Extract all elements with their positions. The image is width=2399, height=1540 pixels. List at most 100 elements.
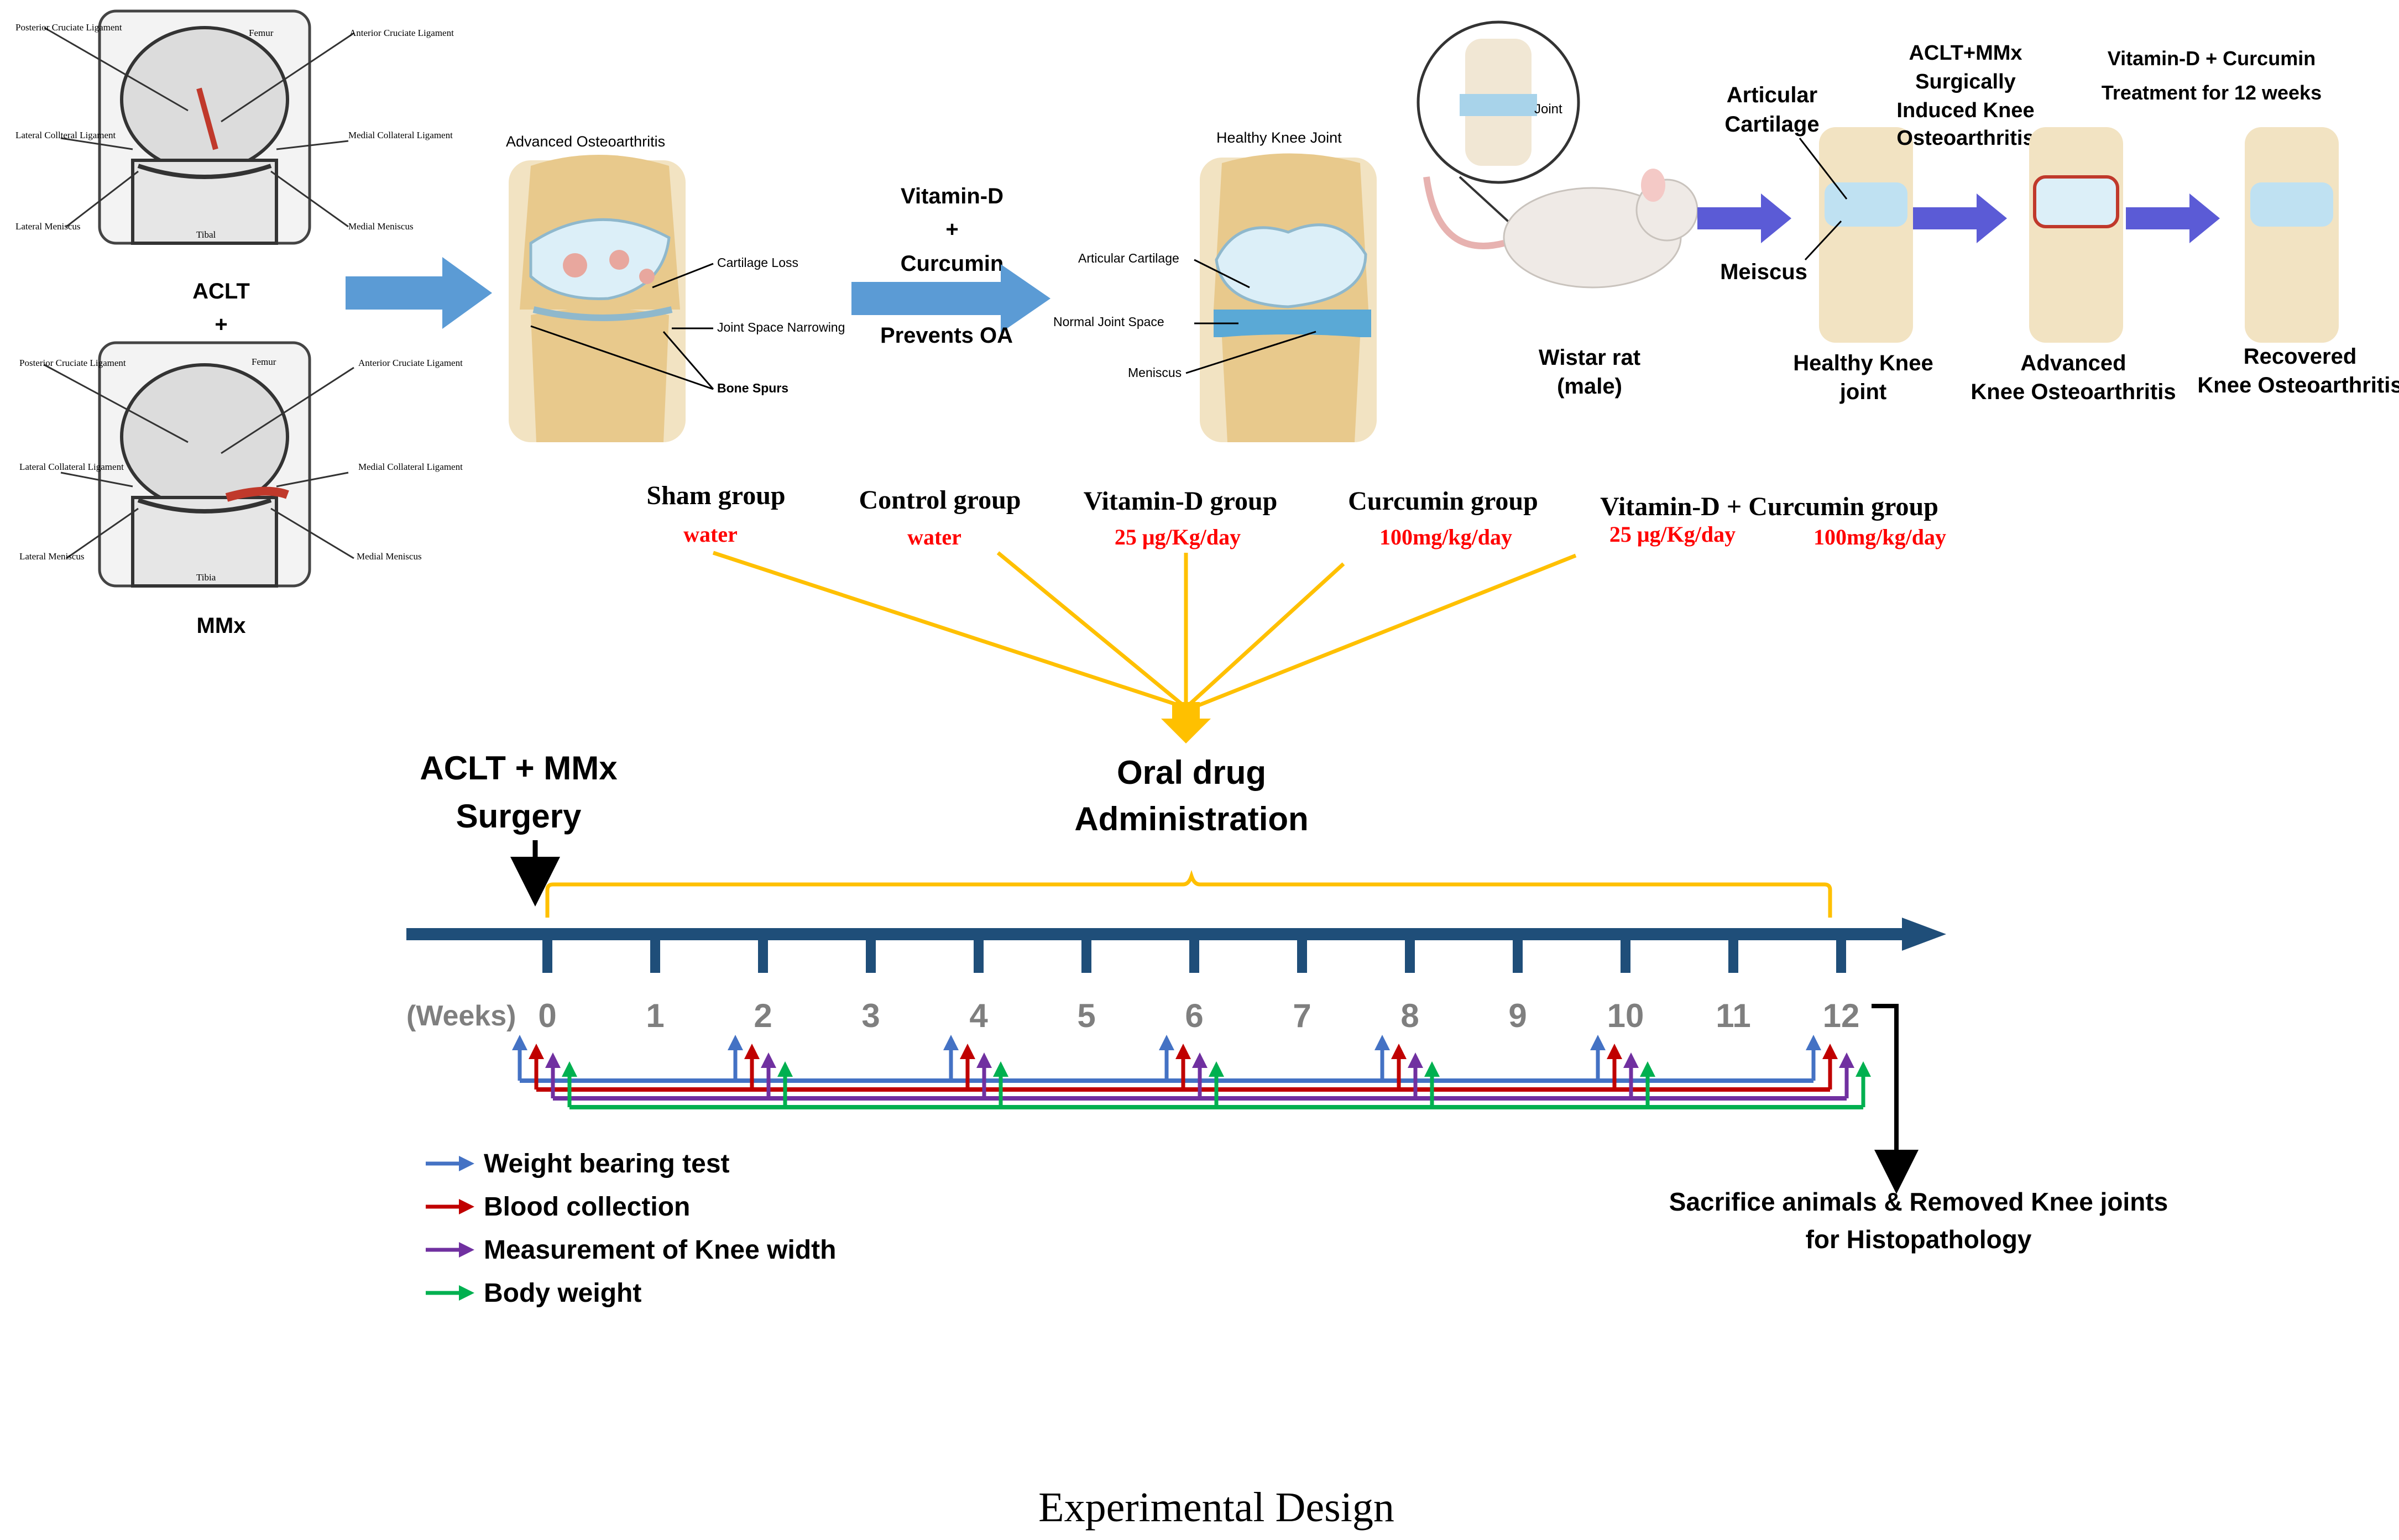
label-mm-top: Medial Meniscus bbox=[348, 221, 414, 232]
label-induced-2: Surgically bbox=[1915, 70, 2016, 93]
week-label: 1 bbox=[646, 997, 664, 1034]
convergence-arrow bbox=[1161, 702, 1211, 743]
treatment-line-4: Prevents OA bbox=[880, 323, 1013, 348]
measurement-arrow-head bbox=[512, 1035, 527, 1050]
advanced-oa-knee-illustration bbox=[509, 155, 686, 442]
measurement-arrow-head bbox=[1192, 1052, 1208, 1068]
label-treatment-1: Vitamin-D + Curcumin bbox=[2108, 47, 2316, 70]
measurement-arrow-head bbox=[976, 1052, 992, 1068]
label-cartilage-loss: Cartilage Loss bbox=[717, 255, 798, 270]
measurement-arrow-head bbox=[1159, 1035, 1174, 1050]
label-mmx: MMx bbox=[197, 614, 246, 638]
label-plus: + bbox=[215, 312, 227, 337]
measurement-arrow-head bbox=[993, 1061, 1008, 1077]
treatment-line-2: + bbox=[945, 217, 958, 242]
week-label: 0 bbox=[538, 997, 556, 1034]
label-male: (male) bbox=[1557, 374, 1622, 399]
healthy-knee-title: Healthy Knee Joint bbox=[1216, 129, 1342, 146]
week-label: 6 bbox=[1185, 997, 1203, 1034]
process-arrow-1 bbox=[346, 257, 492, 329]
label-cartilage: Cartilage bbox=[1724, 112, 1819, 137]
measurement-arrow-head bbox=[1856, 1061, 1871, 1077]
label-lcl-top: Lateral Collteral Ligament bbox=[15, 130, 116, 140]
label-meniscus: Meniscus bbox=[1128, 365, 1182, 380]
surgery-line-2: Surgery bbox=[456, 798, 582, 835]
weeks-unit-label: (Weeks) bbox=[406, 1000, 516, 1032]
week-label: 11 bbox=[1716, 997, 1750, 1034]
label-lm-top: Lateral Meniscus bbox=[15, 221, 81, 232]
measurement-arrow-head bbox=[1391, 1044, 1407, 1059]
oral-line-1: Oral drug bbox=[1117, 754, 1266, 791]
measurement-arrow-head bbox=[1623, 1052, 1639, 1068]
group-control-dose: water bbox=[907, 525, 961, 549]
rat-process-arrow-1 bbox=[1697, 193, 1791, 243]
measurement-arrow-head bbox=[1374, 1035, 1390, 1050]
measurement-arrow-head bbox=[960, 1044, 975, 1059]
label-advanced: Advanced bbox=[2020, 351, 2126, 375]
sacrifice-line-2: for Histopathology bbox=[1806, 1225, 2032, 1254]
legend-label: Body weight bbox=[484, 1279, 641, 1308]
measurement-arrow-head bbox=[1640, 1061, 1655, 1077]
label-lcl-bottom: Lateral Collateral Ligament bbox=[19, 462, 124, 472]
measurement-schedule bbox=[512, 1035, 1871, 1109]
label-recovered: Recovered bbox=[2244, 344, 2357, 369]
measurement-arrow-head bbox=[1590, 1035, 1606, 1050]
label-articular-cartilage: Articular Cartilage bbox=[1078, 251, 1179, 265]
surgery-line-1: ACLT + MMx bbox=[420, 750, 617, 787]
label-normal-joint-space: Normal Joint Space bbox=[1053, 315, 1164, 329]
measurement-arrow-head bbox=[728, 1035, 743, 1050]
figure-caption: Experimental Design bbox=[1038, 1484, 1394, 1531]
group-combo-dose-a: 25 μg/Kg/day bbox=[1609, 522, 1736, 547]
measurement-arrow-head bbox=[562, 1061, 577, 1077]
group-curcumin-dose: 100mg/kg/day bbox=[1379, 525, 1512, 549]
label-recovered-knee-oa: Knee Osteoarthritis bbox=[2197, 373, 2399, 397]
week-label: 9 bbox=[1508, 997, 1527, 1034]
label-pcl-top: Posterior Cruciate Ligament bbox=[15, 22, 122, 33]
week-label: 7 bbox=[1293, 997, 1311, 1034]
legend-swatch-head bbox=[459, 1199, 474, 1214]
label-femur-bottom: Femur bbox=[252, 357, 276, 367]
week-label: 8 bbox=[1400, 997, 1419, 1034]
rat-panel-illustration bbox=[1417, 20, 1698, 289]
administration-bracket bbox=[545, 869, 1832, 918]
legend-swatch-head bbox=[459, 1242, 474, 1258]
week-label: 12 bbox=[1823, 997, 1860, 1034]
label-mm-bottom: Medial Meniscus bbox=[357, 551, 422, 562]
label-advanced-knee-oa: Knee Osteoarthritis bbox=[1971, 380, 2176, 404]
group-combo-dose-b: 100mg/kg/day bbox=[1813, 525, 1946, 549]
legend-swatch-head bbox=[459, 1285, 474, 1301]
group-vitd-dose: 25 μg/Kg/day bbox=[1115, 525, 1241, 549]
rat-recovered-knee-illustration bbox=[2245, 127, 2339, 343]
label-induced-3: Induced Knee bbox=[1896, 99, 2034, 122]
oral-line-2: Administration bbox=[1074, 800, 1308, 837]
measurement-arrow-head bbox=[761, 1052, 776, 1068]
group-sham-name: Sham group bbox=[646, 481, 785, 510]
legend-label: Blood collection bbox=[484, 1192, 690, 1222]
label-joint-word: joint bbox=[1839, 380, 1886, 404]
measurement-arrow-head bbox=[1607, 1044, 1622, 1059]
label-lm-bottom: Lateral Meniscus bbox=[19, 551, 85, 562]
week-label: 3 bbox=[861, 997, 880, 1034]
label-wistar-rat: Wistar rat bbox=[1539, 345, 1640, 370]
treatment-arrow bbox=[851, 264, 1050, 333]
healthy-knee-illustration bbox=[1200, 153, 1377, 442]
knee-anatomy-bottom-panel bbox=[44, 341, 354, 588]
label-aclt: ACLT bbox=[192, 279, 250, 303]
measurement-arrow-head bbox=[545, 1052, 561, 1068]
measurement-arrow-head bbox=[1839, 1052, 1854, 1068]
week-label: 2 bbox=[754, 997, 772, 1034]
label-acl-top: Anterior Cruciate Ligament bbox=[349, 28, 454, 38]
label-tibia-bottom: Tibia bbox=[196, 572, 216, 583]
rat-process-arrow-2 bbox=[1913, 193, 2007, 243]
label-healthy-knee: Healthy Knee bbox=[1793, 351, 1933, 375]
timeline-arrowhead bbox=[1902, 918, 1946, 951]
label-bone-spurs: Bone Spurs bbox=[717, 381, 788, 395]
measurement-arrow-head bbox=[1209, 1061, 1224, 1077]
label-femur-top: Femur bbox=[249, 28, 274, 38]
rat-healthy-knee-illustration bbox=[1819, 127, 1913, 343]
label-mcl-bottom: Medial Collateral Ligament bbox=[358, 462, 463, 472]
label-pcl-bottom: Posterior Cruciate Ligament bbox=[19, 358, 126, 368]
